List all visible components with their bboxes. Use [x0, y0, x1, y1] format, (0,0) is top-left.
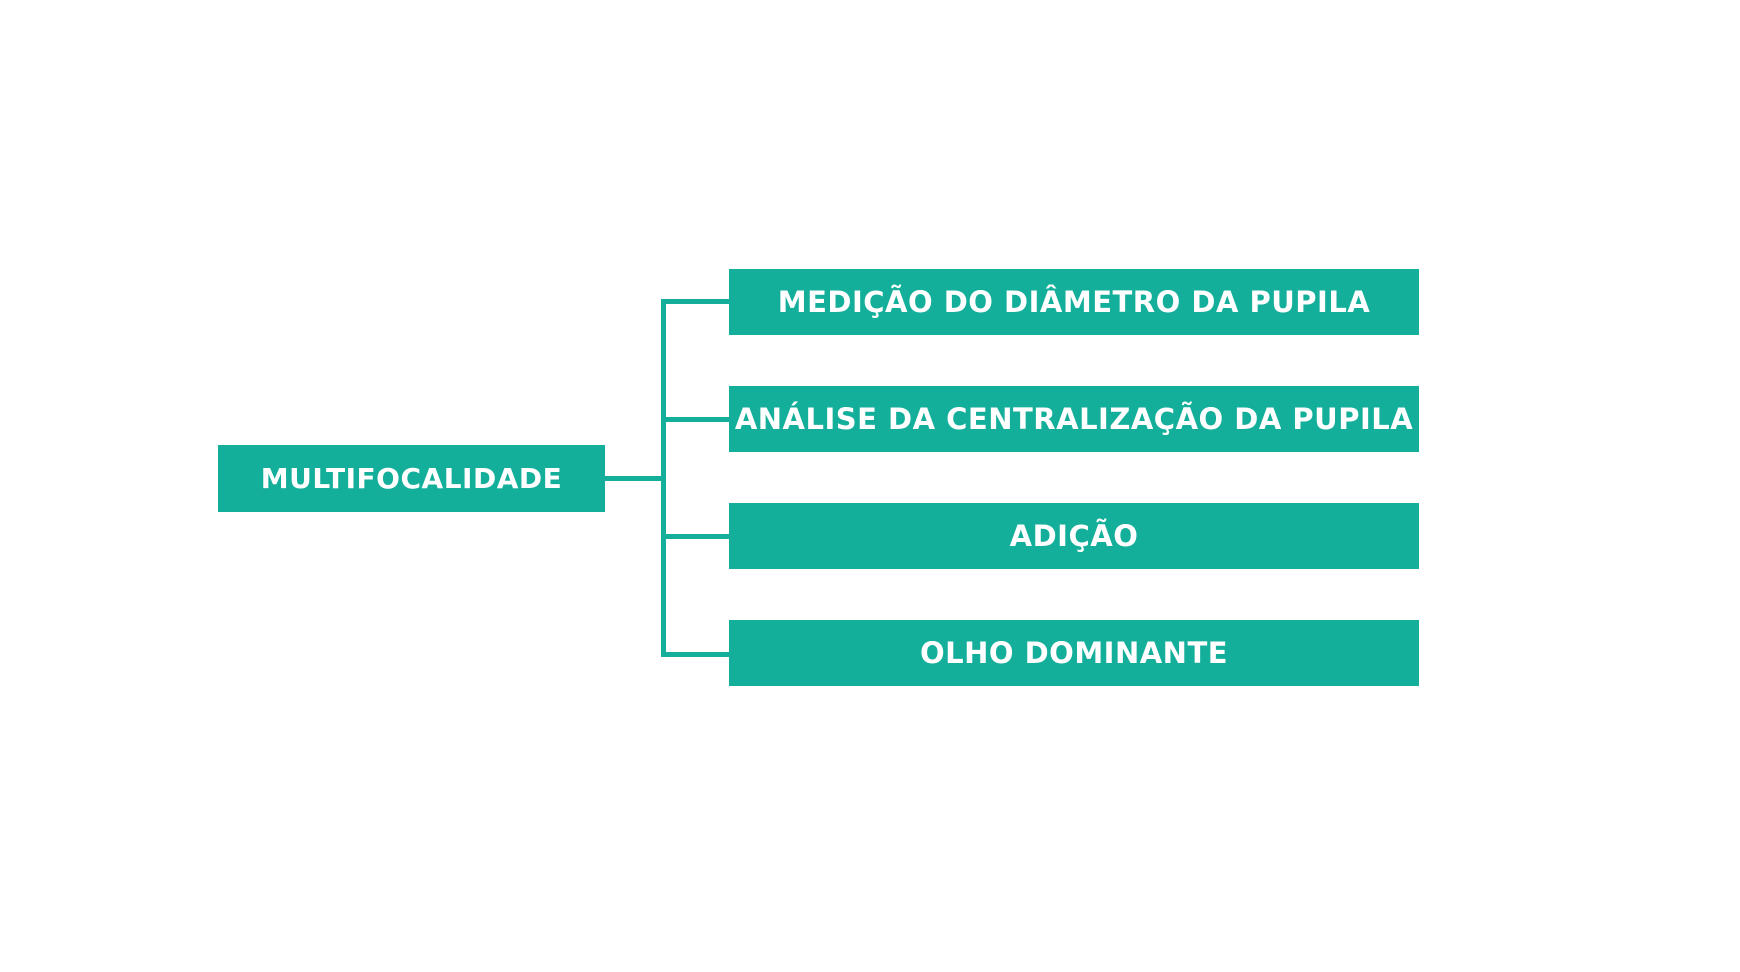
child-node-label: OLHO DOMINANTE	[919, 636, 1229, 670]
root-connector	[605, 476, 665, 481]
root-node-label: MULTIFOCALIDADE	[260, 462, 563, 495]
vertical-branch-connector	[661, 299, 666, 657]
branch-connector-2	[661, 417, 730, 422]
child-node-label: ANÁLISE DA CENTRALIZAÇÃO DA PUPILA	[734, 402, 1414, 436]
child-node-pupil-diameter: MEDIÇÃO DO DIÂMETRO DA PUPILA	[729, 269, 1419, 335]
branch-connector-1	[661, 299, 730, 304]
branch-connector-4	[661, 652, 730, 657]
child-node-label: MEDIÇÃO DO DIÂMETRO DA PUPILA	[777, 285, 1371, 319]
child-node-pupil-centering: ANÁLISE DA CENTRALIZAÇÃO DA PUPILA	[729, 386, 1419, 452]
child-node-label: ADIÇÃO	[1009, 519, 1139, 553]
root-node: MULTIFOCALIDADE	[218, 445, 605, 512]
branch-connector-3	[661, 534, 730, 539]
child-node-addition: ADIÇÃO	[729, 503, 1419, 569]
child-node-dominant-eye: OLHO DOMINANTE	[729, 620, 1419, 686]
